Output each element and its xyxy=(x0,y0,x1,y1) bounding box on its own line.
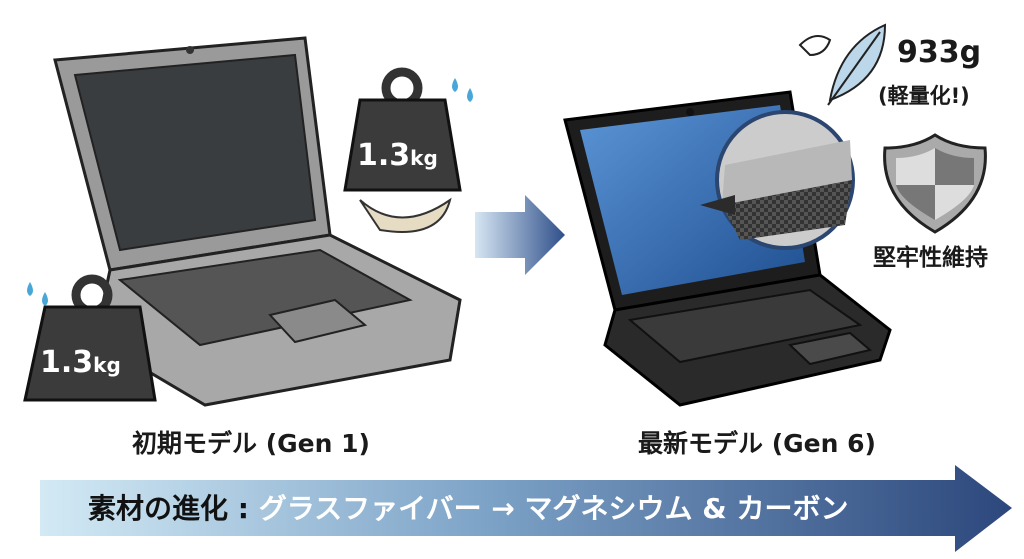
weight-icon-top xyxy=(343,67,473,233)
gen1-caption: 初期モデル (Gen 1) xyxy=(132,429,370,458)
durability-label: 堅牢性維持 xyxy=(873,245,988,271)
shield-icon xyxy=(883,133,987,234)
feather-icon xyxy=(798,23,887,106)
weight-icon-bottom xyxy=(23,274,157,402)
gen1-laptop xyxy=(53,36,462,407)
weight-note: (軽量化!) xyxy=(878,84,970,108)
weight-value: 933g xyxy=(897,35,982,70)
weight-label-top: 1.3kg xyxy=(357,138,438,173)
material-zoom-circle xyxy=(700,110,855,250)
banner-text: 素材の進化 : グラスファイバー → マグネシウム & カーボン xyxy=(88,487,848,527)
crack-debris-icon xyxy=(359,197,452,233)
banner-materials: グラスファイバー → マグネシウム & カーボン xyxy=(258,492,849,525)
banner-prefix: 素材の進化 : xyxy=(88,492,259,525)
transition-arrow xyxy=(475,195,565,275)
material-evolution-arrow xyxy=(40,465,1012,552)
weight-label-bottom: 1.3kg xyxy=(40,345,121,380)
gen6-caption: 最新モデル (Gen 6) xyxy=(638,429,876,458)
